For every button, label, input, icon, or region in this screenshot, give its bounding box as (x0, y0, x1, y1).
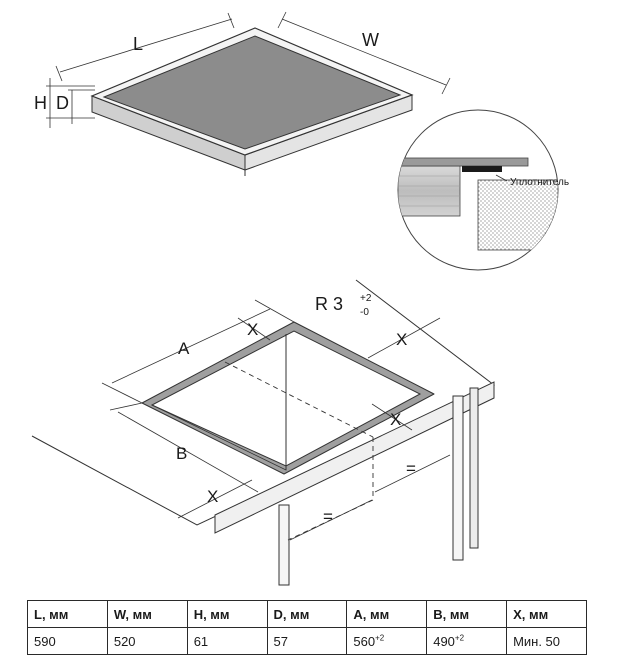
header-w: W, мм (106, 600, 188, 628)
specs-value-row: 590 520 61 57 560+2 490+2 Мин. 50 (27, 627, 587, 655)
label-b: B (176, 444, 187, 463)
label-l: L (133, 34, 143, 54)
dimension-l (55, 12, 235, 82)
value-d: 57 (266, 627, 348, 655)
dimension-b (109, 402, 259, 493)
label-d: D (56, 93, 69, 113)
dimension-x-right (367, 317, 441, 359)
label-a: A (178, 339, 190, 358)
label-radius: R 3 (315, 294, 343, 314)
value-l: 590 (27, 627, 108, 655)
header-d: D, мм (266, 600, 348, 628)
value-a: 560 (353, 633, 376, 649)
header-a: A, мм (346, 600, 428, 628)
value-b-tolerance: +2 (454, 633, 465, 643)
seal-strip (462, 166, 502, 172)
label-x-right: X (396, 330, 407, 349)
seal-leader (495, 174, 508, 182)
label-h: H (34, 93, 47, 113)
cabinet-sides (278, 387, 479, 586)
label-x-bottom: X (207, 487, 218, 506)
specs-table: L, мм W, мм H, мм D, мм A, мм B, мм X, м… (27, 600, 587, 655)
header-x: X, мм (506, 600, 587, 628)
value-a-tolerance: +2 (375, 633, 385, 643)
specs-header-row: L, мм W, мм H, мм D, мм A, мм B, мм X, м… (27, 600, 587, 628)
header-b: B, мм (426, 600, 508, 628)
label-equal-lower: = (323, 507, 333, 526)
value-h: 61 (186, 627, 268, 655)
dimension-h-d (46, 78, 95, 128)
label-equal-upper: = (406, 459, 416, 478)
hob-illustration (90, 27, 414, 176)
dimension-x-bottom (177, 479, 253, 519)
value-x: Мин. 50 (506, 627, 587, 655)
label-radius-plus: +2 (360, 293, 372, 304)
label-x-lower-right: X (390, 410, 401, 429)
label-seal: Уплотнитель (510, 177, 569, 188)
dimension-w (277, 11, 451, 95)
value-a-cell: 560+2 (346, 627, 428, 655)
value-b-cell: 490+2 (426, 627, 508, 655)
value-b: 490 (433, 633, 455, 649)
header-h: H, мм (186, 600, 268, 628)
installation-diagram: L W H D (31, 11, 569, 586)
header-l: L, мм (27, 600, 108, 628)
hob-glass (102, 35, 402, 150)
label-x-top: X (247, 320, 258, 339)
value-w: 520 (106, 627, 188, 655)
dimension-equal (289, 454, 451, 541)
seal-detail (397, 109, 559, 271)
dimension-a (101, 299, 295, 404)
dimension-x-top (237, 317, 271, 341)
label-radius-minus: -0 (360, 307, 369, 318)
label-w: W (362, 30, 379, 50)
worktop-illustration (31, 279, 495, 586)
dimension-x-lower-right (371, 403, 413, 431)
